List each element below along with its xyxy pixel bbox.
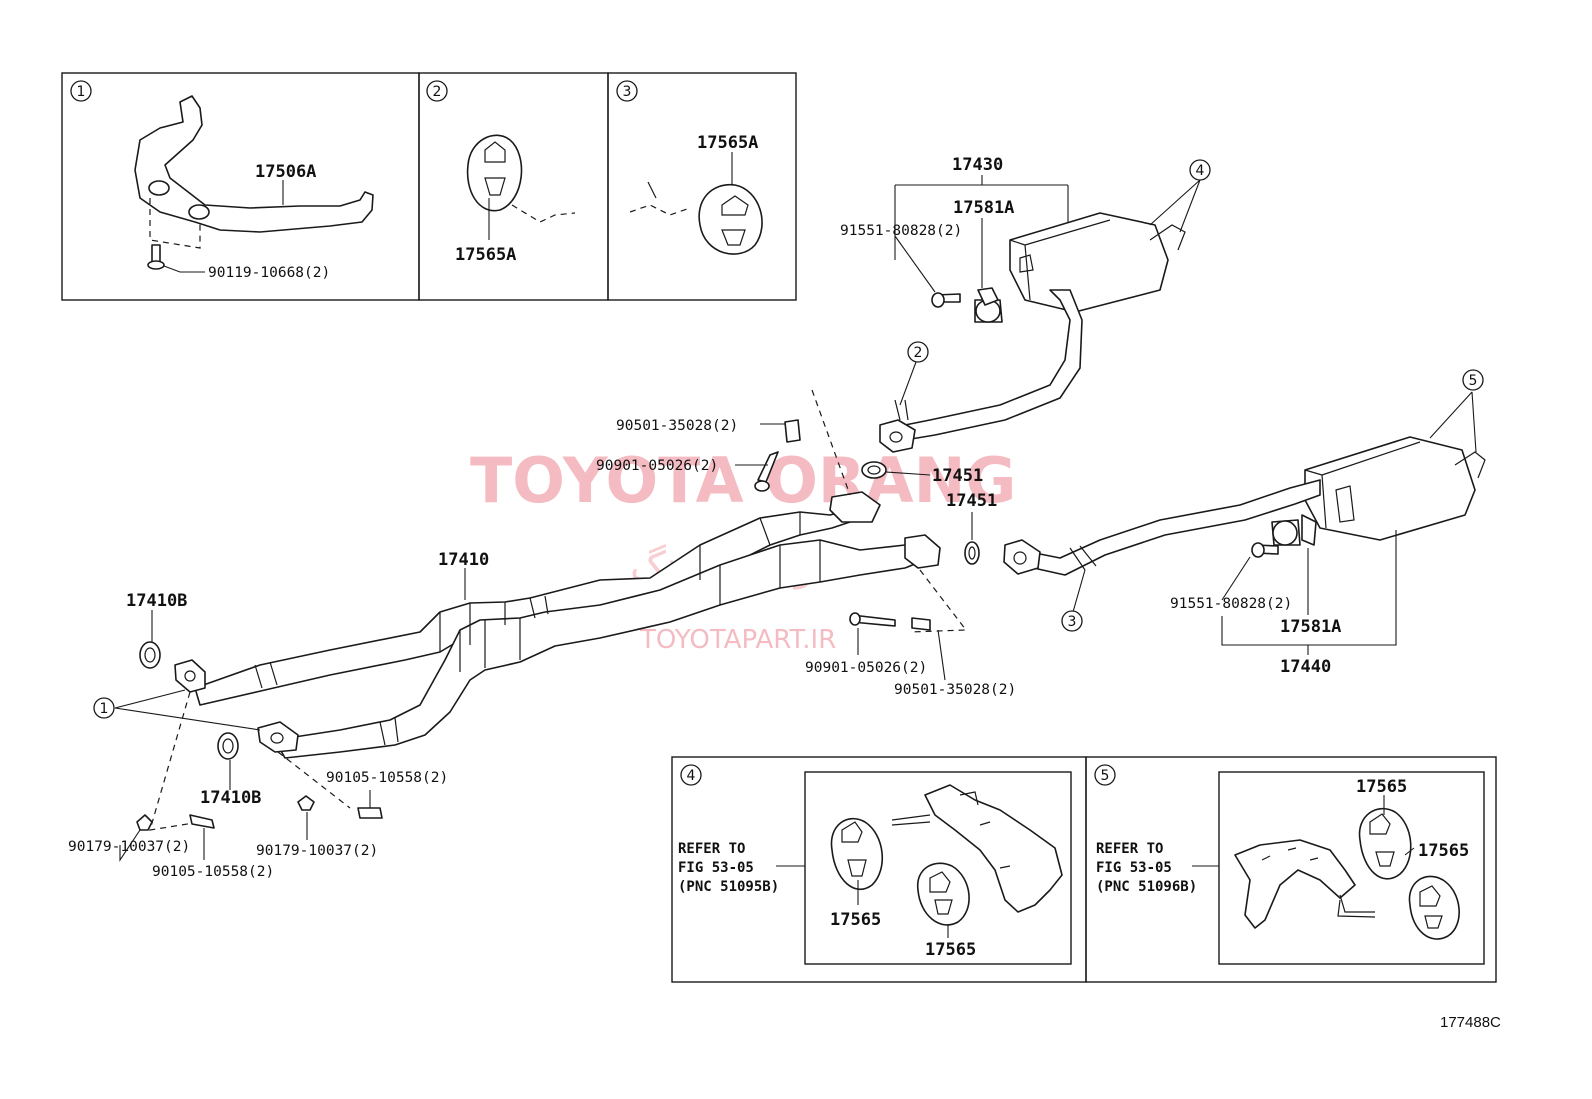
panel-5-refer-line3: (PNC 51096B) xyxy=(1096,879,1197,895)
label-17410b-b: 17410B xyxy=(200,788,261,808)
label-90119-10668: 90119-10668(2) xyxy=(208,265,330,281)
detail-panel-5: 5 REFER TO FIG 53-05 (PNC 51096B) 17565 … xyxy=(1085,756,1497,983)
label-17440: 17440 xyxy=(1280,657,1331,677)
panel-5-number: 5 xyxy=(1101,768,1110,784)
label-90901-05026-top: 90901-05026(2) xyxy=(596,458,718,474)
label-17565-p4a: 17565 xyxy=(830,910,881,930)
panel-3-number: 3 xyxy=(623,84,632,100)
callout-4: 4 xyxy=(1149,159,1211,233)
label-17581a-center: 17581A xyxy=(953,198,1014,218)
panel-1-number: 1 xyxy=(77,84,86,100)
front-fasteners: 90179-10037(2) 90105-10558(2) 90179-1003… xyxy=(68,691,448,880)
rubber-hanger-17565-p5a xyxy=(1358,807,1412,880)
label-17451-upper: 17451 xyxy=(932,466,983,486)
label-90501-35028-bottom: 90501-35028(2) xyxy=(894,682,1016,698)
label-17565a-p2: 17565A xyxy=(455,245,516,265)
label-17565-p5a: 17565 xyxy=(1356,777,1407,797)
label-90105-10558-a: 90105-10558(2) xyxy=(326,770,448,786)
label-17565a-p3: 17565A xyxy=(697,133,758,153)
rubber-hanger-17565-p4b xyxy=(917,862,970,926)
callout-3-number: 3 xyxy=(1068,614,1077,630)
callout-2: 2 xyxy=(899,341,929,406)
rubber-hanger-17565-p5b xyxy=(1408,875,1460,940)
callout-5: 5 xyxy=(1429,369,1484,453)
rubber-hanger-17565a xyxy=(466,134,523,212)
center-muffler-17430: 17430 17581A 91551-80828(2) xyxy=(840,155,1186,453)
panel-4-refer-line2: FIG 53-05 xyxy=(678,860,754,876)
callout-5-number: 5 xyxy=(1469,373,1478,389)
label-90105-10558-left: 90105-10558(2) xyxy=(152,864,274,880)
label-91551-80828-rear: 91551-80828(2) xyxy=(1170,596,1292,612)
detail-panel-3: 3 17565A xyxy=(607,72,797,301)
gaskets-17451: 17451 17451 xyxy=(861,461,997,565)
callout-1: 1 xyxy=(93,689,261,731)
watermark-site: TOYOTAPART.IR xyxy=(639,625,836,655)
gaskets-17410b: 17410B 17410B xyxy=(126,591,261,808)
callout-4-number: 4 xyxy=(1196,163,1205,179)
label-91551-80828-center: 91551-80828(2) xyxy=(840,223,962,239)
mid-fasteners-top: 90501-35028(2) 90901-05026(2) xyxy=(596,389,851,496)
label-90179-10037-left: 90179-10037(2) xyxy=(68,839,190,855)
front-pipe-17410: 17410 xyxy=(174,491,941,759)
callout-3: 3 xyxy=(1061,569,1086,632)
label-17410b-a: 17410B xyxy=(126,591,187,611)
detail-panel-4: 4 REFER TO FIG 53-05 (PNC 51095B) 17565 … xyxy=(671,756,1087,983)
watermark-brand: TOYOTA ORANG xyxy=(470,444,1016,517)
label-17410: 17410 xyxy=(438,550,489,570)
callout-2-number: 2 xyxy=(914,345,923,361)
panel-5-refer-line1: REFER TO xyxy=(1096,841,1163,857)
mid-fasteners-bottom: 90901-05026(2) 90501-35028(2) xyxy=(805,569,1016,698)
label-17565-p4b: 17565 xyxy=(925,940,976,960)
label-17581a-rear: 17581A xyxy=(1280,617,1341,637)
rubber-hanger-17565-p4a xyxy=(830,817,884,891)
label-17451-lower: 17451 xyxy=(946,491,997,511)
label-90179-10037-right: 90179-10037(2) xyxy=(256,843,378,859)
panel-5-refer-line2: FIG 53-05 xyxy=(1096,860,1172,876)
detail-panel-2: 2 17565A xyxy=(418,72,609,301)
label-17430: 17430 xyxy=(952,155,1003,175)
label-17565-p5b: 17565 xyxy=(1418,841,1469,861)
panel-4-number: 4 xyxy=(687,768,696,784)
rear-muffler-17440: 91551-80828(2) 17581A 17440 xyxy=(1003,436,1486,677)
panel-4-refer-line3: (PNC 51095B) xyxy=(678,879,779,895)
rubber-hanger-17565a-p3 xyxy=(698,183,763,255)
bracket-17506a xyxy=(134,95,374,233)
detail-panel-1: 1 17506A 90119-10668(2) xyxy=(61,72,420,301)
panel-2-number: 2 xyxy=(433,84,442,100)
label-17506a: 17506A xyxy=(255,162,316,182)
label-90901-05026-bottom: 90901-05026(2) xyxy=(805,660,927,676)
callout-1-number: 1 xyxy=(100,701,109,717)
label-90501-35028-top: 90501-35028(2) xyxy=(616,418,738,434)
figure-code: 177488C xyxy=(1440,1014,1501,1031)
panel-4-refer-line1: REFER TO xyxy=(678,841,745,857)
